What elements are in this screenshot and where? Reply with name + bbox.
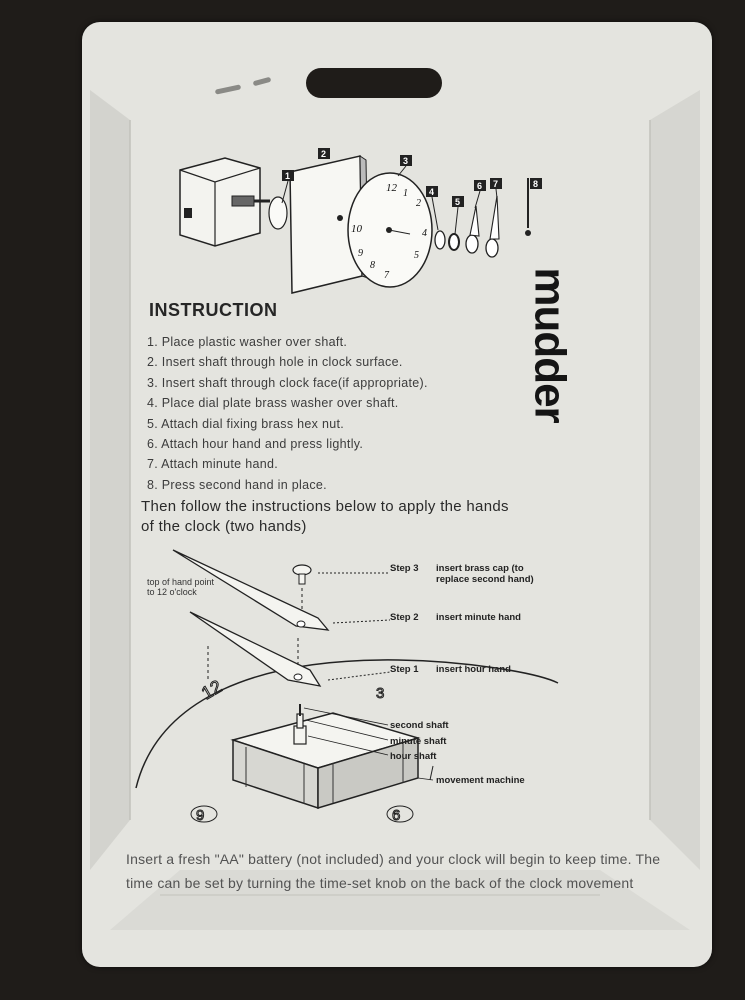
follow-instructions-text: Then follow the instructions below to ap… — [141, 498, 509, 535]
dial-number-12: 12 — [198, 676, 225, 703]
minute-shaft-illustration — [296, 713, 304, 729]
step2-label: Step 2 — [390, 612, 419, 623]
dial-number-6: 6 — [392, 807, 400, 824]
dial-number: 4 — [422, 228, 427, 239]
part-number-8: 8 — [533, 179, 538, 189]
hang-hole — [306, 68, 442, 98]
instruction-step: 1. Place plastic washer over shaft. — [147, 335, 348, 349]
part-number-6: 6 — [477, 181, 482, 191]
dial-number: 10 — [351, 223, 363, 235]
hands-install-diagram: 12 3 9 6 — [135, 549, 559, 825]
brand-logo: mudder — [525, 267, 575, 423]
part-number-5: 5 — [455, 197, 460, 207]
dial-number-9: 9 — [196, 807, 204, 824]
part-number-2: 2 — [321, 149, 326, 159]
instruction-step: 3. Insert shaft through clock face(if ap… — [147, 375, 428, 390]
dial-arc — [135, 659, 559, 789]
instruction-step: 5. Attach dial fixing brass hex nut. — [147, 416, 345, 431]
dial-number: 12 — [386, 182, 398, 194]
dial-number: 5 — [414, 250, 419, 261]
movement-box-illustration — [179, 157, 270, 247]
dial-number: 9 — [358, 248, 363, 259]
instruction-step: 4. Place dial plate brass washer over sh… — [147, 396, 399, 411]
part-number-1: 1 — [285, 171, 290, 181]
dial-number-3: 3 — [376, 685, 384, 702]
movement-machine-label: movement machine — [436, 775, 525, 786]
hour-hand-illustration — [465, 205, 480, 254]
hour-shaft-illustration — [293, 725, 307, 745]
minute-hand-illustration — [172, 549, 330, 631]
instruction-step: 8. Press second hand in place. — [147, 477, 327, 492]
battery-note: Insert a fresh "AA" battery (not include… — [126, 851, 661, 891]
parts-exploded-diagram: 12 1 2 4 5 7 8 9 10 1 2 3 4 5 6 7 8 — [179, 148, 542, 294]
dial-face-illustration: 12 1 2 4 5 7 8 9 10 — [347, 172, 433, 288]
minute-shaft-label: minute shaft — [390, 736, 447, 747]
part-number-4: 4 — [429, 187, 434, 197]
step1-label: Step 1 — [390, 664, 419, 675]
second-shaft-illustration — [299, 704, 301, 716]
hour-shaft-label: hour shaft — [390, 751, 437, 762]
second-hand-illustration — [525, 178, 531, 236]
dial-number: 2 — [416, 198, 421, 209]
hex-nut-illustration — [448, 233, 460, 251]
part-number-7: 7 — [493, 179, 498, 189]
instruction-step: 7. Attach minute hand. — [147, 457, 278, 472]
part-number-3: 3 — [403, 156, 408, 166]
washer-illustration — [268, 196, 288, 230]
dial-number: 8 — [370, 260, 375, 271]
step3-label: Step 3 — [390, 563, 419, 574]
step1-text: insert hour hand — [436, 664, 511, 675]
instruction-steps: 1. Place plastic washer over shaft. 2. I… — [147, 332, 428, 495]
brass-washer-illustration — [434, 230, 446, 250]
dial-number: 1 — [403, 188, 408, 199]
instruction-step: 2. Insert shaft through hole in clock su… — [147, 355, 403, 370]
step2-text: insert minute hand — [436, 612, 521, 623]
instruction-step: 6. Attach hour hand and press lightly. — [147, 436, 364, 451]
dial-number: 7 — [384, 270, 390, 281]
step3-text: insert brass cap (to replace second hand… — [436, 563, 534, 585]
minute-hand-illustration — [485, 195, 500, 258]
instruction-title: INSTRUCTION — [149, 300, 278, 320]
top-of-hand-note: top of hand point to 12 o'clock — [147, 577, 215, 597]
hour-hand-illustration — [189, 611, 322, 687]
second-shaft-label: second shaft — [390, 720, 449, 731]
